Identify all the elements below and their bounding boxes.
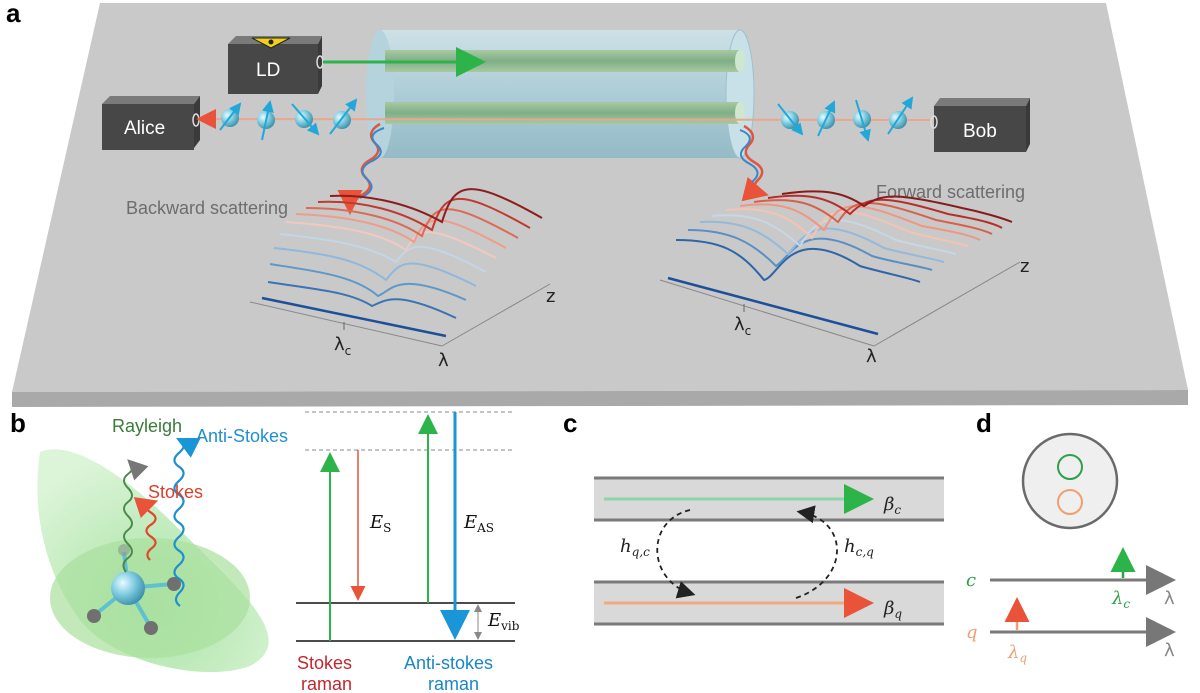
alice-box: Alice bbox=[102, 96, 200, 150]
anti-raman-label-line2: raman bbox=[428, 674, 479, 693]
photon-icon bbox=[219, 102, 242, 131]
spectrum-curve bbox=[329, 188, 543, 224]
panel-c-label: c bbox=[563, 408, 577, 438]
lambda-axis bbox=[249, 301, 443, 347]
anti-raman-label-line1: Anti-stokes bbox=[404, 653, 493, 673]
spectrum-curve bbox=[285, 221, 497, 259]
stokes-raman-label-line2: raman bbox=[301, 674, 352, 693]
energy-level-diagram bbox=[296, 411, 515, 642]
rayleigh-label: Rayleigh bbox=[112, 416, 182, 436]
beta-c-label: βc bbox=[883, 494, 901, 517]
z-axis-label: z bbox=[1020, 256, 1029, 277]
spectrum-curve bbox=[279, 233, 487, 273]
panel-d-label: d bbox=[976, 408, 992, 438]
forward-scatter-wave bbox=[739, 124, 769, 202]
e-vib-label: Evib bbox=[487, 610, 520, 633]
stokes-raman-label-line1: Stokes bbox=[297, 653, 352, 673]
photon-icon bbox=[291, 103, 320, 136]
photon-icon bbox=[853, 99, 871, 142]
spectrum-curve bbox=[781, 190, 1013, 223]
e-as-label: EAS bbox=[463, 512, 494, 535]
spectrum-curve bbox=[687, 229, 933, 271]
spectrum-curve bbox=[267, 281, 457, 319]
wavelength-axes bbox=[990, 547, 1176, 647]
photon-icon bbox=[817, 100, 836, 137]
photon-icon bbox=[777, 103, 804, 136]
photon-icon bbox=[887, 96, 914, 135]
spectrum-curve bbox=[273, 247, 477, 287]
photon-icon bbox=[257, 100, 275, 141]
lambda-axis-label-c: λ bbox=[1164, 588, 1175, 609]
anti-stokes-wave bbox=[173, 438, 201, 607]
z-axis-label: z bbox=[546, 286, 555, 307]
lambda-c-label: λc bbox=[334, 334, 351, 358]
base-plate bbox=[12, 3, 1188, 407]
coupling-arrow-cq bbox=[795, 505, 838, 599]
lambda-axis bbox=[659, 279, 875, 347]
lambda-q-label: λq bbox=[1007, 642, 1027, 665]
e-s-label: ES bbox=[369, 512, 391, 535]
z-axis bbox=[441, 283, 551, 347]
panel-a-label: a bbox=[6, 0, 21, 28]
fiber-cross-section bbox=[1021, 432, 1119, 530]
forward-spectra: λc λ z bbox=[659, 190, 1029, 367]
q-axis-label: q bbox=[966, 622, 978, 643]
z-axis bbox=[873, 261, 1021, 347]
beta-q-label: βq bbox=[883, 598, 902, 621]
core-c bbox=[1057, 454, 1083, 480]
forward-scattering-label: Forward scattering bbox=[876, 182, 1025, 202]
molecule-illustration bbox=[37, 438, 269, 673]
spectrum-curve bbox=[725, 208, 969, 247]
coupling-arrow-qc bbox=[656, 509, 696, 599]
spectrum-curve bbox=[295, 213, 507, 249]
coupled-waveguides bbox=[594, 476, 944, 626]
photons-left bbox=[219, 98, 358, 141]
c-axis-label: c bbox=[966, 570, 976, 591]
h-qc-label: hq,c bbox=[620, 536, 650, 559]
lambda-c-label: λc bbox=[1111, 588, 1130, 611]
h-cq-label: hc,q bbox=[844, 536, 874, 559]
spectrum-curve bbox=[317, 198, 531, 232]
bob-box: Bob bbox=[930, 98, 1030, 152]
spectrum-curve bbox=[261, 296, 447, 338]
lambda-c-label: λc bbox=[734, 314, 751, 338]
core-q bbox=[1057, 489, 1083, 515]
panel-b-label: b bbox=[10, 408, 26, 438]
quantum-signal-line bbox=[196, 109, 931, 130]
bob-label: Bob bbox=[963, 121, 997, 142]
anti-stokes-label: Anti-Stokes bbox=[196, 426, 288, 446]
ld-box: LD bbox=[228, 36, 324, 94]
stokes-wave bbox=[133, 497, 159, 561]
core-lower bbox=[385, 102, 740, 124]
rayleigh-wave bbox=[122, 459, 149, 573]
atom-center bbox=[111, 571, 145, 605]
backward-scattering-label: Backward scattering bbox=[126, 198, 288, 218]
backward-spectra: λc λ z bbox=[249, 188, 555, 371]
stokes-label: Stokes bbox=[148, 482, 203, 502]
spectrum-curve bbox=[305, 207, 519, 239]
lambda-axis-label: λ bbox=[438, 350, 449, 371]
photons-right bbox=[777, 96, 914, 142]
optical-fiber bbox=[366, 29, 755, 159]
spectrum-curve bbox=[667, 276, 879, 336]
spectrum-curve bbox=[675, 239, 921, 283]
fiber-cladding bbox=[1021, 432, 1119, 530]
lambda-axis-label-q: λ bbox=[1164, 640, 1175, 661]
ld-label: LD bbox=[256, 60, 280, 81]
alice-label: Alice bbox=[124, 118, 165, 139]
spectrum-curve bbox=[269, 263, 467, 301]
spectrum-curve bbox=[739, 203, 981, 241]
lambda-axis-label: λ bbox=[866, 346, 877, 367]
photon-icon bbox=[329, 98, 358, 135]
